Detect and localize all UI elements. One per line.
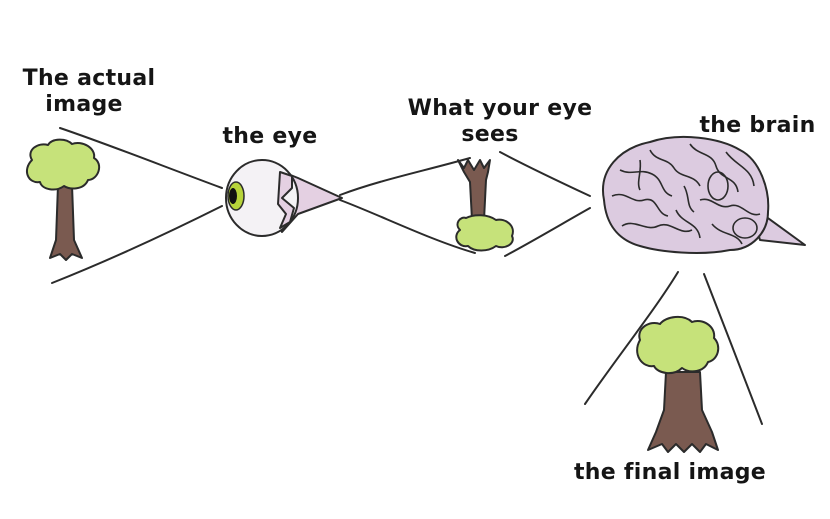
tree-actual-image bbox=[25, 138, 101, 261]
tree-foliage-inverted bbox=[455, 214, 514, 252]
eye bbox=[225, 159, 343, 237]
ray-top-sees-to-brain bbox=[499, 151, 591, 197]
ray-right-brain-to-final bbox=[703, 273, 763, 425]
ray-left-brain-to-final bbox=[584, 271, 679, 405]
tree-trunk-inverted bbox=[457, 159, 491, 221]
ray-bottom-actual-to-eye bbox=[51, 205, 223, 284]
brain-folds bbox=[611, 143, 761, 245]
label-actual-image: The actual image bbox=[14, 66, 164, 118]
pupil bbox=[229, 188, 237, 204]
label-eye-sees: What your eye sees bbox=[395, 96, 605, 148]
label-brain: the brain bbox=[699, 113, 816, 138]
label-actual-image-line2: image bbox=[45, 92, 123, 117]
label-eye: the eye bbox=[222, 124, 318, 149]
tree-trunk bbox=[647, 371, 719, 453]
ray-top-actual-to-eye bbox=[59, 127, 223, 189]
tree-eye-sees bbox=[455, 159, 514, 252]
tree-final-image bbox=[636, 316, 720, 453]
label-final-image: the final image bbox=[573, 460, 767, 485]
label-eye-sees-line1: What your eye bbox=[407, 96, 593, 121]
ray-top-eye-to-sees bbox=[339, 157, 471, 196]
tree-trunk bbox=[49, 184, 83, 261]
optic-nerve-front bbox=[277, 171, 295, 229]
brain bbox=[602, 136, 806, 254]
brain-body bbox=[602, 136, 770, 254]
ray-bottom-eye-to-sees bbox=[339, 199, 476, 254]
ray-bottom-sees-to-brain bbox=[504, 207, 591, 257]
tree-foliage bbox=[25, 138, 101, 191]
label-actual-image-line1: The actual bbox=[22, 66, 156, 91]
label-eye-sees-line2: sees bbox=[461, 122, 519, 147]
tree-foliage bbox=[636, 316, 720, 374]
